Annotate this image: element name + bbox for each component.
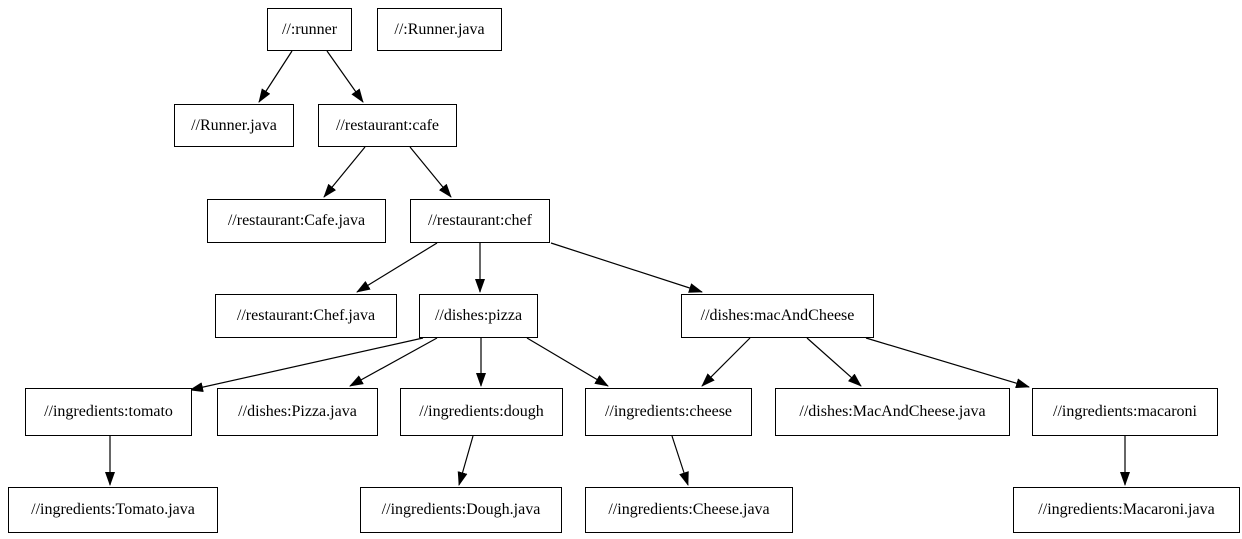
graph-node-macaroni: //ingredients:macaroni <box>1032 388 1218 436</box>
graph-node-label: //ingredients:macaroni <box>1053 403 1197 420</box>
edge-chef-to-mac-and-cheese <box>550 242 703 293</box>
graph-node-label: //:Runner.java <box>394 20 485 38</box>
edge-cheese-to-cheese-java <box>671 435 689 486</box>
graph-node-mac-and-cheese: //dishes:macAndCheese <box>681 294 874 338</box>
graph-node-label: //dishes:macAndCheese <box>700 307 855 324</box>
graph-node-label: //dishes:pizza <box>434 307 523 324</box>
graph-node-chef: //restaurant:chef <box>410 199 550 243</box>
edge-chef-to-chef-java <box>356 242 438 293</box>
graph-node-runner: //:runner <box>267 8 352 51</box>
graph-node-label: //dishes:Pizza.java <box>238 403 357 420</box>
graph-node-label: //ingredients:Dough.java <box>381 501 541 518</box>
graph-node-label: //ingredients:Tomato.java <box>31 501 195 518</box>
graph-node-label: //ingredients:tomato <box>44 403 173 420</box>
edge-mac-and-cheese-to-cheese <box>701 337 751 387</box>
graph-node-label: //ingredients:Cheese.java <box>608 501 770 518</box>
graph-node-label: //dishes:MacAndCheese.java <box>799 403 986 420</box>
graph-node-cafe: //restaurant:cafe <box>318 104 457 147</box>
graph-node-cheese-java: //ingredients:Cheese.java <box>585 487 793 533</box>
edge-pizza-to-cheese <box>526 337 609 387</box>
edge-pizza-to-pizza-java <box>349 337 438 387</box>
graph-node-runner-java: //Runner.java <box>174 104 294 147</box>
graph-node-chef-java: //restaurant:Chef.java <box>215 294 397 338</box>
graph-node-label: //restaurant:Cafe.java <box>227 212 366 229</box>
edge-runner-to-runner-java <box>258 50 293 103</box>
edge-dough-to-dough-java <box>457 435 474 486</box>
graph-node-tomato-java: //ingredients:Tomato.java <box>8 487 218 533</box>
edge-runner-to-cafe <box>326 50 364 103</box>
graph-node-pizza: //dishes:pizza <box>419 294 538 338</box>
graph-node-macaroni-java: //ingredients:Macaroni.java <box>1013 487 1240 533</box>
graph-node-label: //ingredients:dough <box>419 403 544 420</box>
edge-group <box>105 50 1130 486</box>
edge-pizza-to-tomato <box>189 337 424 393</box>
graph-node-label: //ingredients:Macaroni.java <box>1038 501 1215 518</box>
edge-mac-and-cheese-to-macaroni <box>865 337 1030 389</box>
graph-node-label: //Runner.java <box>191 116 277 134</box>
edge-mac-and-cheese-to-mac-and-cheese-java <box>806 337 862 387</box>
graph-node-label: //restaurant:cafe <box>335 116 440 134</box>
graph-node-cheese: //ingredients:cheese <box>585 388 752 436</box>
graph-node-cafe-java: //restaurant:Cafe.java <box>207 199 386 243</box>
graph-node-dough: //ingredients:dough <box>400 388 563 436</box>
graph-node-label: //:runner <box>281 20 338 38</box>
graph-node-tomato: //ingredients:tomato <box>25 388 192 436</box>
graph-node-runner-java-colon: //:Runner.java <box>377 8 502 51</box>
graph-node-mac-and-cheese-java: //dishes:MacAndCheese.java <box>775 388 1010 436</box>
edge-cafe-to-chef <box>409 146 452 198</box>
graph-node-dough-java: //ingredients:Dough.java <box>360 487 562 533</box>
graph-node-label: //restaurant:Chef.java <box>236 307 376 324</box>
graph-node-label: //restaurant:chef <box>428 212 532 229</box>
graph-node-label: //ingredients:cheese <box>604 403 733 420</box>
edge-cafe-to-cafe-java <box>323 146 366 198</box>
graph-node-pizza-java: //dishes:Pizza.java <box>217 388 378 436</box>
